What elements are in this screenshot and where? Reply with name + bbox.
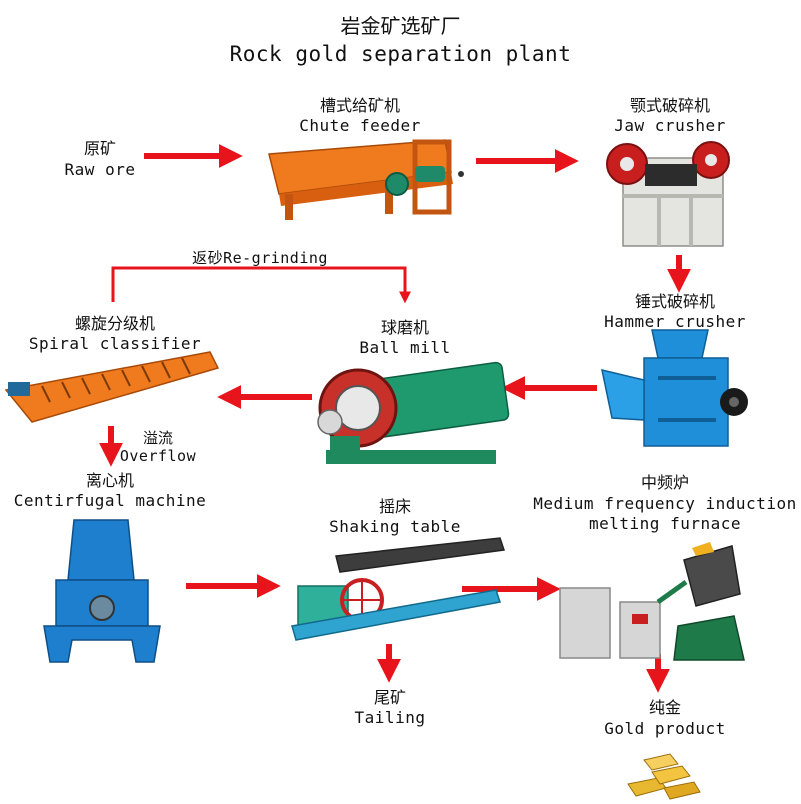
arrow-regrinding-loop bbox=[111, 266, 411, 304]
overflow-label-en: Overflow bbox=[119, 447, 197, 465]
ball-mill-label-zh: 球磨机 bbox=[380, 318, 429, 337]
jaw-crusher-label-en: Jaw crusher bbox=[614, 116, 726, 135]
centrifugal-machine-label-en: Centirfugal machine bbox=[13, 491, 207, 510]
gold-bars-image bbox=[627, 753, 701, 800]
page-title-zh: 岩金矿选矿厂 bbox=[340, 14, 461, 38]
hammer-crusher-image bbox=[601, 329, 748, 447]
gold-product-label-en: Gold product bbox=[604, 719, 726, 738]
melting-furnace-image bbox=[559, 542, 745, 661]
raw-ore-label-en: Raw ore bbox=[64, 160, 136, 179]
furnace-label-en-2: melting furnace bbox=[589, 514, 741, 533]
shaking-table-label-en: Shaking table bbox=[329, 517, 461, 536]
raw-ore-label-zh: 原矿 bbox=[83, 139, 116, 158]
tailing-label-en: Tailing bbox=[354, 708, 426, 727]
ball-mill-label-en: Ball mill bbox=[359, 338, 451, 357]
shaking-table-label-zh: 摇床 bbox=[378, 497, 411, 516]
furnace-label-en-1: Medium frequency induction bbox=[533, 494, 797, 513]
chute-feeder-label-zh: 槽式给矿机 bbox=[319, 96, 400, 115]
page-title-en: Rock gold separation plant bbox=[229, 42, 572, 66]
regrinding-label: 返砂Re-grinding bbox=[192, 249, 328, 267]
furnace-label-zh: 中频炉 bbox=[640, 473, 689, 492]
chute-feeder-image bbox=[268, 139, 464, 220]
shaking-table-image bbox=[291, 537, 505, 641]
centrifugal-machine-label-zh: 离心机 bbox=[85, 471, 134, 490]
hammer-crusher-label-en: Hammer crusher bbox=[604, 312, 746, 331]
gold-product-label-zh: 纯金 bbox=[648, 698, 681, 717]
hammer-crusher-label-zh: 锤式破碎机 bbox=[634, 292, 715, 311]
chute-feeder-label-en: Chute feeder bbox=[299, 116, 421, 135]
spiral-classifier-image bbox=[4, 351, 220, 423]
jaw-crusher-image bbox=[606, 141, 730, 247]
tailing-label-zh: 尾矿 bbox=[373, 688, 406, 707]
centrifugal-machine-image bbox=[43, 519, 161, 663]
spiral-classifier-label-en: Spiral classifier bbox=[28, 334, 202, 353]
spiral-classifier-label-zh: 螺旋分级机 bbox=[74, 314, 155, 333]
jaw-crusher-label-zh: 颚式破碎机 bbox=[629, 96, 710, 115]
ball-mill-image bbox=[317, 361, 510, 464]
overflow-label-zh: 溢流 bbox=[142, 429, 173, 447]
